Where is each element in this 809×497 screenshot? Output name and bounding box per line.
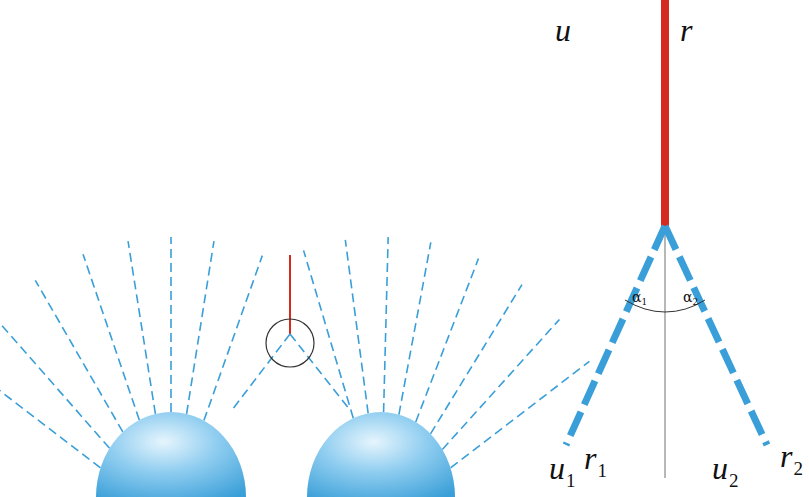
variable-label: u: [555, 14, 571, 46]
angle-label: α2: [683, 290, 698, 304]
dashed-ray: [416, 259, 479, 422]
right-dome: [307, 412, 455, 497]
small-blue-ray: [232, 334, 290, 410]
dashed-ray: [451, 361, 590, 468]
dashed-ray: [170, 237, 172, 412]
dashed-rays: [0, 237, 589, 468]
dashed-ray: [399, 242, 431, 414]
zoom-circle: [266, 319, 314, 367]
dashed-ray: [83, 254, 139, 420]
small-red-line: [289, 255, 291, 334]
red-line: [661, 0, 669, 226]
dashed-ray: [35, 280, 123, 432]
dashed-ray: [345, 240, 368, 414]
dashed-ray: [0, 317, 110, 449]
left-dome: [96, 412, 246, 497]
variable-label: u2: [712, 452, 739, 484]
dashed-ray: [0, 361, 101, 468]
dashed-ray: [384, 237, 389, 412]
angle-label: α1: [632, 290, 647, 304]
dashed-ray: [304, 250, 354, 418]
variable-label: r2: [780, 440, 803, 472]
blue-dashed-line: [665, 226, 767, 445]
variable-label: r1: [584, 442, 607, 474]
dashed-ray: [128, 241, 155, 414]
dashed-ray: [204, 256, 262, 421]
variable-label: u1: [549, 452, 576, 484]
blue-dashed-line: [566, 226, 665, 445]
small-blue-ray: [290, 334, 350, 410]
dashed-ray: [187, 241, 214, 414]
vertical-axis: [664, 225, 665, 478]
variable-label: r: [680, 14, 692, 46]
